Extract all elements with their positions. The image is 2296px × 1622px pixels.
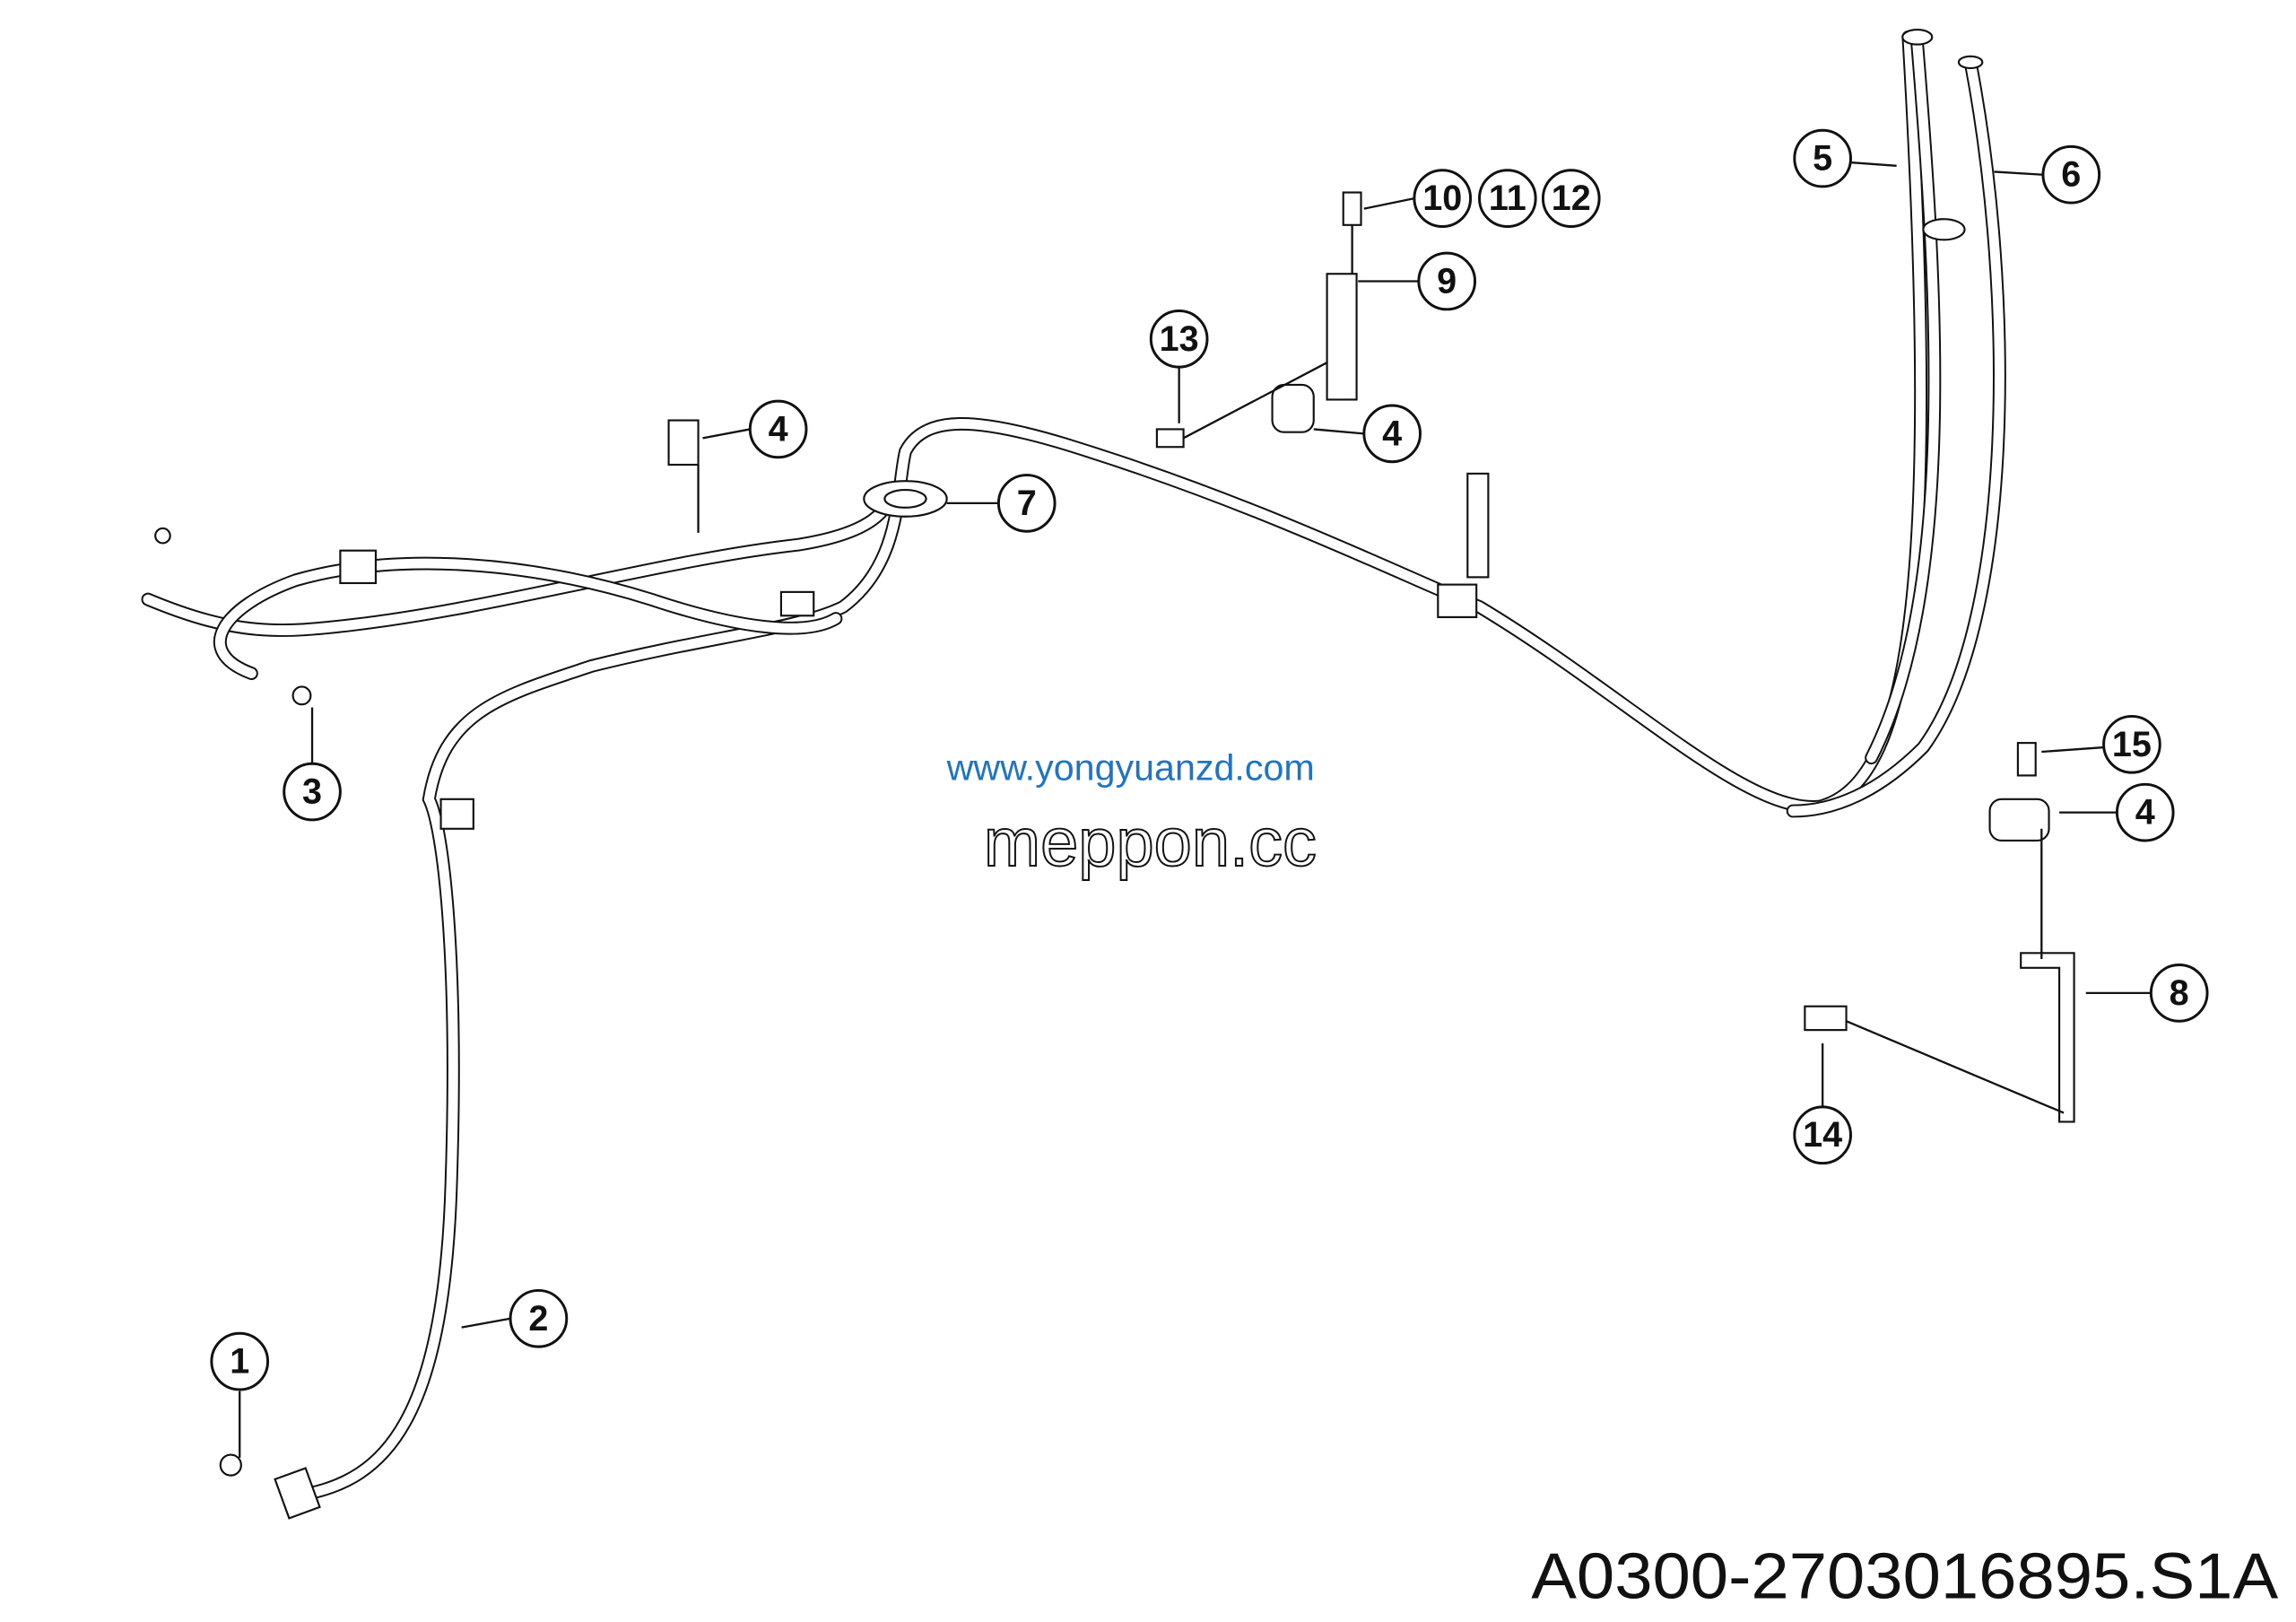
svg-text:1: 1 <box>230 1342 249 1382</box>
hose-6 <box>1786 55 2006 818</box>
svg-text:4: 4 <box>2135 793 2155 833</box>
hose-5 <box>1865 38 1942 765</box>
svg-text:12: 12 <box>1552 179 1591 218</box>
hose-clamp-3 <box>291 685 312 706</box>
hose-clamp-1 <box>219 1453 242 1477</box>
grommet-7-hole <box>883 488 927 509</box>
bolt-13 <box>1155 428 1185 449</box>
bolt-10 <box>1342 191 1362 226</box>
callout-2: 2 <box>509 1288 569 1348</box>
callout-11: 11 <box>1477 169 1537 228</box>
callout-5: 5 <box>1793 128 1852 188</box>
callout-12: 12 <box>1541 169 1601 228</box>
callout-14: 14 <box>1793 1105 1852 1165</box>
bolt-14 <box>1804 1005 1848 1032</box>
bracket-8 <box>2020 952 2075 1123</box>
hose-left <box>141 481 902 681</box>
svg-text:10: 10 <box>1422 179 1462 218</box>
fitting-block-bottom <box>274 1467 321 1520</box>
callouts: 1 2 3 4 4 4 5 6 7 8 9 10 11 12 13 14 15 <box>210 128 2209 1391</box>
svg-text:13: 13 <box>1160 319 1199 359</box>
clip-upper <box>779 590 815 617</box>
callout-7: 7 <box>996 474 1057 533</box>
svg-text:5: 5 <box>1813 139 1832 179</box>
callout-3: 3 <box>283 762 342 822</box>
hose-end-5 <box>1901 28 1934 46</box>
svg-text:11: 11 <box>1489 179 1526 218</box>
svg-text:14: 14 <box>1803 1115 1842 1155</box>
svg-text:4: 4 <box>1382 414 1402 453</box>
watermark-url: www.yongyuanzd.com <box>946 746 1315 788</box>
callout-4-right: 4 <box>2115 782 2175 842</box>
watermark-outline: meppon.cc <box>984 805 1317 881</box>
bracket-right <box>1466 472 1490 579</box>
hose-end-6 <box>1957 55 1984 70</box>
clip-4-mid <box>1271 383 1315 433</box>
svg-text:8: 8 <box>2170 973 2189 1013</box>
callout-10: 10 <box>1413 169 1473 228</box>
bracket-9 <box>1326 273 1358 401</box>
callout-15: 15 <box>2102 714 2161 774</box>
svg-text:2: 2 <box>528 1299 548 1339</box>
callout-4-left: 4 <box>748 399 808 459</box>
callout-1: 1 <box>210 1331 270 1391</box>
callout-9: 9 <box>1417 251 1477 311</box>
hoses <box>141 30 2006 1502</box>
clip-4-left <box>667 419 700 467</box>
svg-text:15: 15 <box>2112 725 2152 764</box>
hose-clamp-small <box>154 527 171 545</box>
svg-text:7: 7 <box>1017 484 1037 523</box>
svg-text:9: 9 <box>1437 261 1457 301</box>
svg-text:6: 6 <box>2061 155 2081 195</box>
fitting-block-top <box>339 549 378 585</box>
svg-text:4: 4 <box>769 409 788 449</box>
callout-8: 8 <box>2149 964 2209 1023</box>
bolt-15 <box>2016 742 2037 777</box>
clip-mid <box>439 798 474 830</box>
drawing-code: A0300-2703016895.S1A <box>1531 1540 2279 1613</box>
hose-clamp-5 <box>1922 218 1966 241</box>
callout-13: 13 <box>1149 309 1209 369</box>
callout-4-mid: 4 <box>1362 404 1422 464</box>
clip-4-right <box>1988 798 2050 842</box>
svg-text:3: 3 <box>302 772 322 812</box>
fittings <box>154 28 2075 1520</box>
clip-right <box>1437 583 1478 618</box>
callout-6: 6 <box>2041 144 2101 205</box>
